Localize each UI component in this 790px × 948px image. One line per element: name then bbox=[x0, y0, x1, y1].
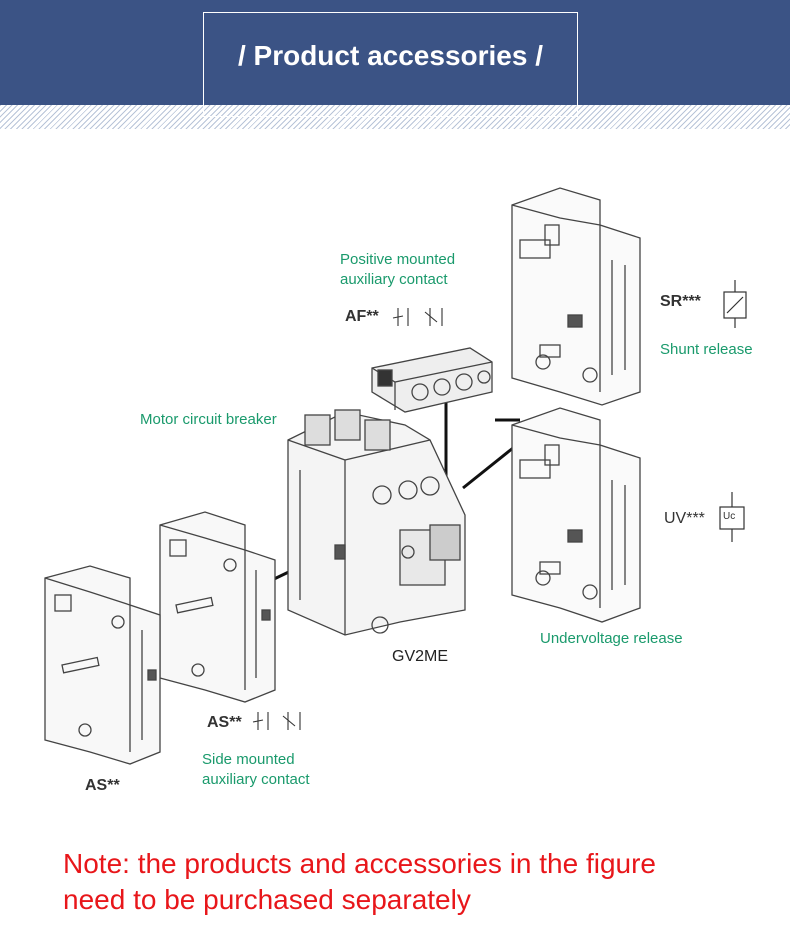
gv2me-label: GV2ME bbox=[392, 648, 449, 665]
side-auxiliary-contact-left bbox=[44, 565, 161, 765]
af-code: AF** bbox=[345, 308, 379, 325]
motor-circuit-breaker-body bbox=[287, 409, 466, 636]
header-banner bbox=[0, 0, 790, 105]
undervoltage-symbol bbox=[719, 492, 745, 542]
header-hatch-strip bbox=[0, 105, 790, 129]
side-mounted-label-line1: Side mounted bbox=[202, 751, 295, 768]
page-title: / Product accessories / bbox=[237, 40, 544, 71]
positive-mounted-label-line1: Positive mounted bbox=[340, 251, 456, 268]
undervoltage-release-module bbox=[511, 407, 641, 623]
shunt-release-module bbox=[511, 187, 641, 406]
uc-symbol-label: Uc bbox=[723, 511, 736, 522]
purchase-note: Note: the products and accessories in th… bbox=[63, 846, 763, 918]
motor-circuit-breaker-label: Motor circuit breaker bbox=[140, 411, 277, 428]
shunt-release-label: Shunt release bbox=[660, 341, 753, 358]
as-mid-symbol bbox=[252, 712, 301, 730]
purchase-note-line2: need to be purchased separately bbox=[63, 884, 471, 915]
positive-mounted-label-line2: auxiliary contact bbox=[340, 271, 448, 288]
accessories-diagram: Positive mounted auxiliary contact AF** … bbox=[0, 130, 790, 820]
af-symbol bbox=[392, 308, 443, 326]
sr-code: SR*** bbox=[660, 293, 701, 310]
side-mounted-label-line2: auxiliary contact bbox=[202, 771, 310, 788]
side-auxiliary-contact-middle bbox=[159, 511, 276, 703]
purchase-note-line1: Note: the products and accessories in th… bbox=[63, 848, 657, 879]
as-code-left: AS** bbox=[85, 777, 120, 794]
as-code-middle: AS** bbox=[207, 714, 242, 731]
shunt-release-symbol bbox=[723, 280, 747, 328]
diagram-drawing bbox=[44, 187, 747, 765]
undervoltage-release-label: Undervoltage release bbox=[540, 630, 683, 647]
uv-code: UV*** bbox=[664, 510, 705, 527]
front-auxiliary-contact-block bbox=[371, 347, 493, 413]
title-frame bbox=[203, 12, 578, 117]
